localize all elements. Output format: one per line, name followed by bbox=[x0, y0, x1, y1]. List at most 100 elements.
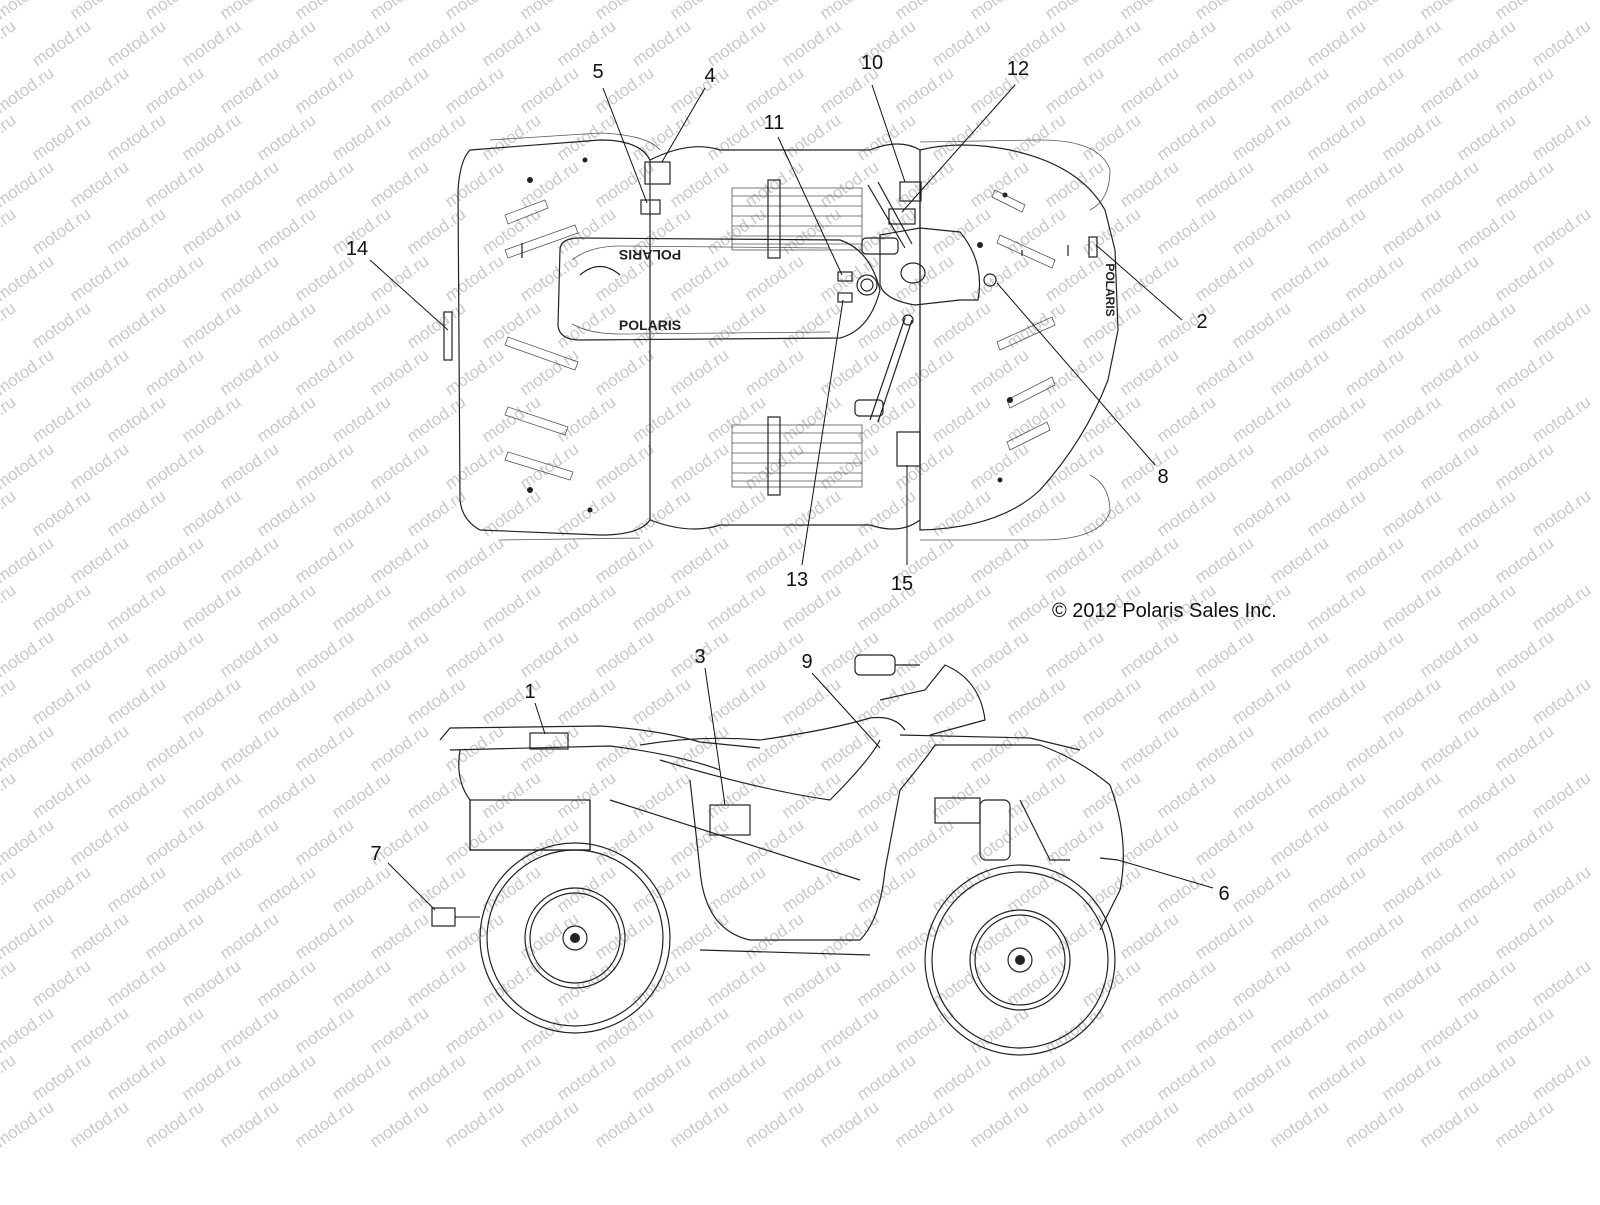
watermark-text: motod.ru bbox=[103, 298, 169, 352]
watermark-text: motod.ru bbox=[891, 721, 957, 775]
watermark-text: motod.ru bbox=[1228, 674, 1294, 728]
watermark-text: motod.ru bbox=[1453, 674, 1519, 728]
watermark-text: motod.ru bbox=[891, 1003, 957, 1057]
watermark-text: motod.ru bbox=[291, 0, 357, 23]
watermark-text: motod.ru bbox=[0, 580, 19, 634]
watermark-text: motod.ru bbox=[403, 956, 469, 1010]
watermark-text: motod.ru bbox=[853, 768, 919, 822]
watermark-text: motod.ru bbox=[1228, 298, 1294, 352]
watermark-text: motod.ru bbox=[628, 674, 694, 728]
watermark-text: motod.ru bbox=[478, 1050, 544, 1104]
decal-13-patch bbox=[837, 292, 853, 303]
watermark-text: motod.ru bbox=[1341, 0, 1407, 23]
watermark-text: motod.ru bbox=[1041, 439, 1107, 493]
watermark-text: motod.ru bbox=[891, 251, 957, 305]
watermark-text: motod.ru bbox=[216, 533, 282, 587]
watermark-text: motod.ru bbox=[628, 956, 694, 1010]
leader-6 bbox=[1117, 859, 1214, 889]
speedometer bbox=[900, 262, 926, 284]
watermark-text: motod.ru bbox=[66, 533, 132, 587]
watermark-text: motod.ru bbox=[1153, 110, 1219, 164]
footrest bbox=[699, 949, 871, 956]
watermark-text: motod.ru bbox=[403, 580, 469, 634]
watermark-text: motod.ru bbox=[1266, 0, 1332, 23]
watermark-text: motod.ru bbox=[1116, 157, 1182, 211]
watermark-text: motod.ru bbox=[1341, 1097, 1407, 1151]
handlebar-left bbox=[867, 184, 906, 249]
watermark-text: motod.ru bbox=[441, 815, 507, 869]
watermark-text: motod.ru bbox=[216, 1097, 282, 1151]
watermark-text: motod.ru bbox=[28, 674, 94, 728]
rack-bolt bbox=[527, 487, 533, 493]
watermark-text: motod.ru bbox=[66, 251, 132, 305]
watermark-text: motod.ru bbox=[1266, 909, 1332, 963]
rear-rack-slots bbox=[504, 199, 579, 481]
watermark-text: motod.ru bbox=[816, 1003, 882, 1057]
rear-fender-edge bbox=[489, 132, 661, 151]
watermark-text: motod.ru bbox=[853, 110, 919, 164]
watermark-text: motod.ru bbox=[1416, 345, 1482, 399]
watermark-text: motod.ru bbox=[1228, 862, 1294, 916]
watermark-text: motod.ru bbox=[928, 486, 994, 540]
watermark-text: motod.ru bbox=[1378, 16, 1444, 70]
watermark-text: motod.ru bbox=[1266, 1097, 1332, 1151]
rear-rack-lower bbox=[449, 745, 721, 771]
watermark-text: motod.ru bbox=[853, 956, 919, 1010]
watermark-text: motod.ru bbox=[966, 0, 1032, 23]
watermark-text: motod.ru bbox=[1191, 1097, 1257, 1151]
watermark-text: motod.ru bbox=[178, 580, 244, 634]
watermark-text: motod.ru bbox=[1416, 1003, 1482, 1057]
watermark-text: motod.ru bbox=[1266, 627, 1332, 681]
rack-bolt bbox=[527, 177, 533, 183]
watermark-text: motod.ru bbox=[1041, 1097, 1107, 1151]
watermark-text: motod.ru bbox=[1191, 627, 1257, 681]
watermark-text: motod.ru bbox=[216, 815, 282, 869]
watermark-text: motod.ru bbox=[966, 721, 1032, 775]
decal-6-mark bbox=[1099, 857, 1119, 861]
watermark-text: motod.ru bbox=[1378, 956, 1444, 1010]
handlebar-pod bbox=[879, 664, 986, 736]
watermark-text: motod.ru bbox=[1528, 204, 1594, 258]
watermark-text: motod.ru bbox=[1153, 674, 1219, 728]
seat-top bbox=[639, 716, 906, 746]
watermark-text: motod.ru bbox=[741, 721, 807, 775]
watermark-text: motod.ru bbox=[478, 392, 544, 446]
watermark-text: motod.ru bbox=[441, 439, 507, 493]
watermark-text: motod.ru bbox=[1303, 862, 1369, 916]
watermark-text: motod.ru bbox=[291, 627, 357, 681]
watermark-text: motod.ru bbox=[666, 721, 732, 775]
watermark-text: motod.ru bbox=[1303, 392, 1369, 446]
watermark-text: motod.ru bbox=[103, 674, 169, 728]
watermark-text: motod.ru bbox=[553, 674, 619, 728]
watermark-text: motod.ru bbox=[366, 345, 432, 399]
watermark-text: motod.ru bbox=[778, 674, 844, 728]
watermark-text: motod.ru bbox=[1303, 110, 1369, 164]
seat-handle bbox=[579, 265, 621, 276]
watermark-text: motod.ru bbox=[591, 627, 657, 681]
rear-wheel bbox=[479, 842, 671, 1034]
watermark-text: motod.ru bbox=[1416, 533, 1482, 587]
watermark-text: motod.ru bbox=[553, 580, 619, 634]
watermark-text: motod.ru bbox=[591, 345, 657, 399]
watermark-text: motod.ru bbox=[141, 439, 207, 493]
watermark-text: motod.ru bbox=[1378, 1050, 1444, 1104]
watermark-text: motod.ru bbox=[0, 110, 19, 164]
leader-1 bbox=[534, 702, 546, 735]
watermark-text: motod.ru bbox=[1078, 956, 1144, 1010]
watermark-text: motod.ru bbox=[216, 0, 282, 23]
watermark-text: motod.ru bbox=[628, 768, 694, 822]
rear-rack bbox=[439, 725, 761, 749]
watermark-text: motod.ru bbox=[553, 392, 619, 446]
watermark-text: motod.ru bbox=[103, 862, 169, 916]
watermark-text: motod.ru bbox=[103, 956, 169, 1010]
watermark-text: motod.ru bbox=[1116, 533, 1182, 587]
watermark-text: motod.ru bbox=[403, 204, 469, 258]
front-shock bbox=[979, 799, 1011, 861]
watermark-text: motod.ru bbox=[1416, 1097, 1482, 1151]
watermark-text: motod.ru bbox=[1303, 204, 1369, 258]
watermark-text: motod.ru bbox=[216, 627, 282, 681]
watermark-text: motod.ru bbox=[1191, 345, 1257, 399]
watermark-text: motod.ru bbox=[1528, 768, 1594, 822]
watermark-text: motod.ru bbox=[1041, 533, 1107, 587]
watermark-text: motod.ru bbox=[1453, 392, 1519, 446]
